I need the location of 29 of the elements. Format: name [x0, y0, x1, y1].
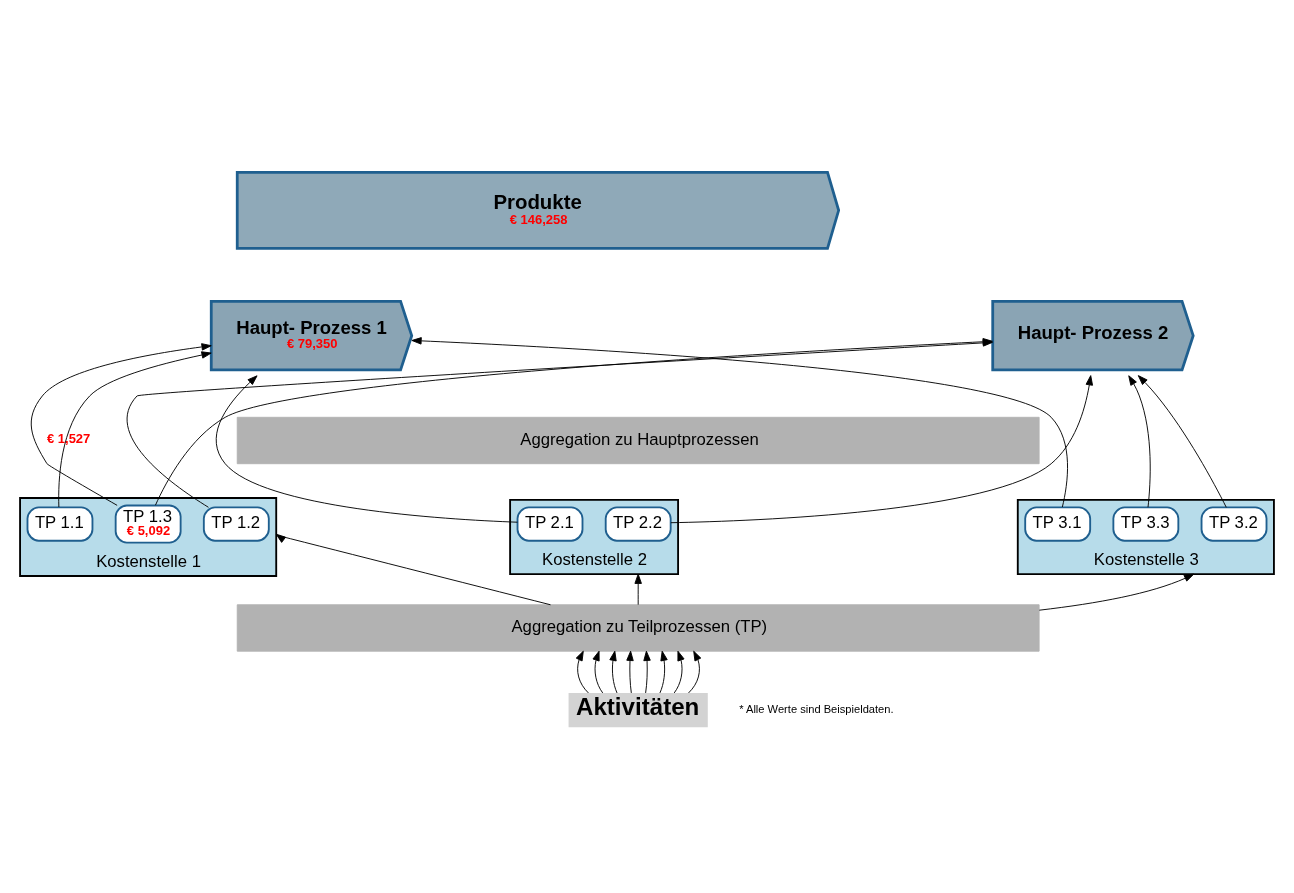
arrow — [58, 350, 212, 507]
node-box: TP 3.2 — [1200, 505, 1268, 542]
arrow — [626, 650, 634, 693]
arrow — [634, 573, 642, 605]
arrow — [215, 374, 518, 523]
node-box: TP 1.2 — [202, 505, 270, 542]
node-box: Aggregation zu Teilprozessen (TP) — [236, 603, 1040, 652]
node-box: TP 1.3 € 5,092 — [114, 504, 182, 543]
arrow — [1038, 573, 1195, 611]
node-box: TP 3.3 — [1112, 505, 1180, 542]
arrow — [1128, 374, 1151, 508]
node-box: TP 2.1 — [516, 505, 584, 542]
arrow — [659, 650, 668, 693]
arrow — [609, 650, 618, 693]
arrow — [643, 650, 651, 693]
node-box: Aggregation zu Hauptprozessen — [236, 416, 1040, 464]
node-box: TP 3.1 — [1024, 505, 1092, 542]
arrow — [575, 650, 589, 693]
arrow — [592, 650, 604, 693]
arrow — [688, 650, 702, 693]
arrow — [1137, 374, 1227, 508]
arrow — [673, 650, 685, 693]
node-box: Aktivitäten — [568, 692, 708, 727]
edge-label: € 1,527 — [46, 430, 91, 446]
arrow — [670, 374, 1093, 523]
node-box: TP 2.2 — [604, 505, 672, 542]
node-box: TP 1.1 — [26, 505, 94, 542]
arrow — [275, 533, 551, 605]
label: * Alle Werte sind Beispieldaten. — [739, 702, 894, 715]
